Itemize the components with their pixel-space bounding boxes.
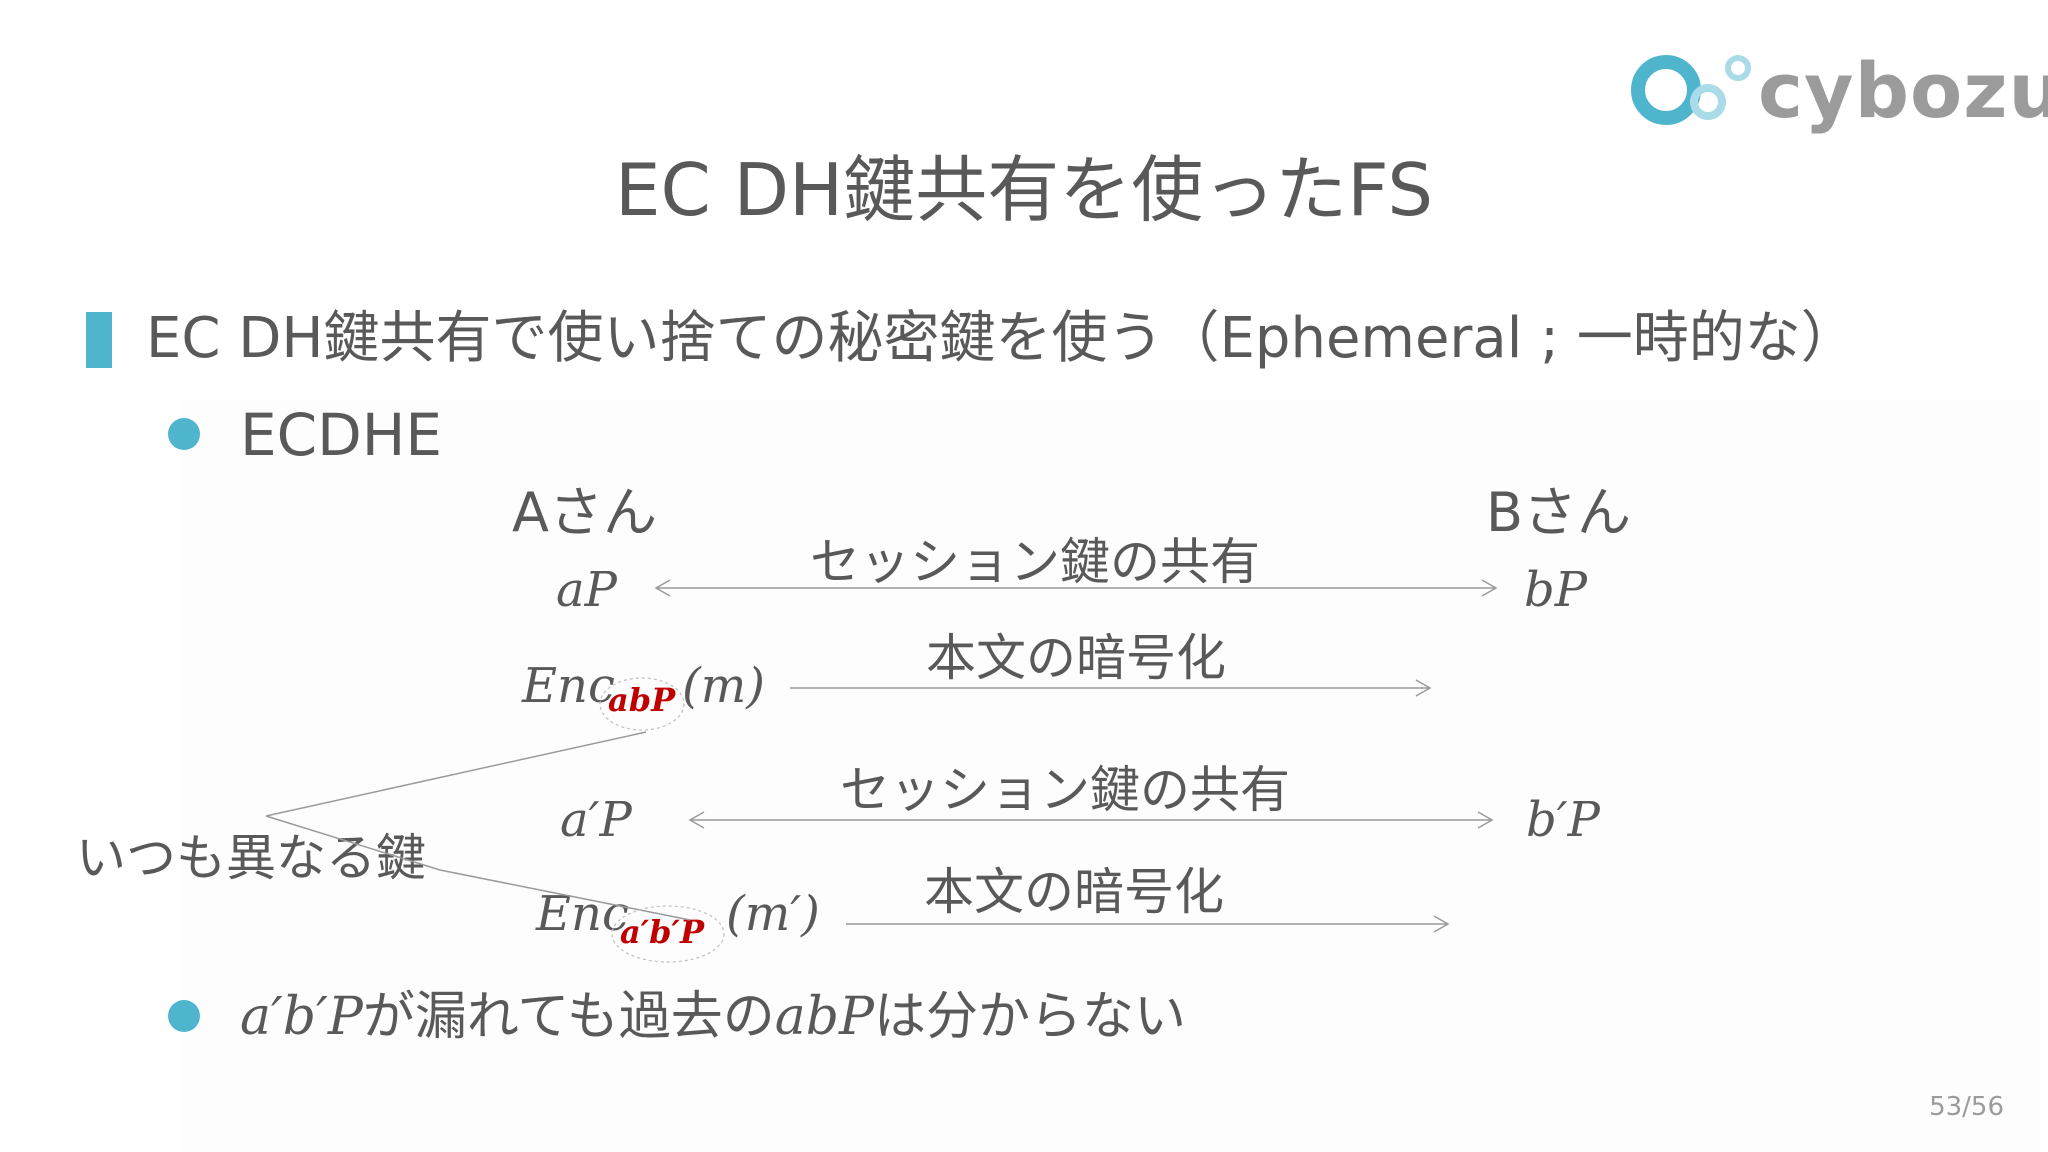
- pointer-mid: [265, 815, 441, 871]
- bullet-level2: ECDHE: [240, 401, 443, 469]
- dotted-circle-abP: [599, 677, 685, 731]
- pointer-to-a-prime-b-prime-P: [439, 869, 691, 921]
- logo-rings-icon: [1631, 55, 1751, 125]
- arrowhead-right-2: [1415, 679, 1432, 697]
- enc-arg-m-prime: (m′): [726, 886, 820, 942]
- bottom-text-1: が漏れても過去の: [362, 987, 775, 1047]
- slide-title: EC DH鍵共有を使ったFS: [614, 148, 1434, 232]
- pointer-to-abP: [265, 731, 647, 817]
- party-a-label: Aさん: [512, 481, 657, 544]
- content-area: [180, 400, 2040, 1152]
- bullet-level1: EC DH鍵共有で使い捨ての秘密鍵を使う（Ephemeral ; 一時的な）: [146, 306, 1857, 371]
- arrow-label-key-share-1: セッション鍵の共有: [810, 533, 1260, 591]
- arrowhead-left-3: [688, 811, 705, 829]
- bullet-dot: [168, 418, 200, 450]
- math-abP: abP: [774, 987, 875, 1047]
- dotted-circle-a-prime-b-prime-P: [611, 905, 725, 963]
- value-a-prime-P: a′P: [560, 792, 632, 848]
- arrow-label-key-share-2: セッション鍵の共有: [840, 761, 1290, 819]
- bullet-dot-bottom: [168, 1000, 200, 1032]
- value-aP: aP: [556, 562, 617, 618]
- enc-arg-m: (m): [682, 658, 765, 714]
- arrowhead-left-1: [654, 579, 671, 597]
- arrowhead-right-1: [1481, 579, 1498, 597]
- logo-wordmark: cybozu: [1758, 46, 2048, 135]
- arrow-label-encrypt-1: 本文の暗号化: [926, 629, 1226, 687]
- math-a-prime-b-prime-P: a′b′P: [240, 987, 363, 1047]
- bottom-statement: a′b′Pが漏れても過去のabPは分からない: [240, 980, 1186, 1054]
- arrowhead-right-4: [1433, 915, 1450, 933]
- enc-key-abP: abP: [608, 681, 676, 719]
- value-b-prime-P: b′P: [1526, 792, 1600, 848]
- arrowhead-right-3: [1477, 811, 1494, 829]
- arrow-label-encrypt-2: 本文の暗号化: [924, 863, 1224, 921]
- bottom-text-2: は分からない: [874, 987, 1187, 1047]
- bullet-marker: [86, 312, 112, 368]
- page-number: 53/56: [1929, 1092, 2004, 1122]
- enc-label-1: Enc: [522, 658, 615, 714]
- party-b-label: Bさん: [1486, 481, 1632, 544]
- enc-label-2: Enc: [536, 886, 629, 942]
- cybozu-logo: cybozu: [1628, 46, 2048, 136]
- side-label-different-key: いつも異なる鍵: [76, 829, 426, 887]
- value-bP: bP: [1524, 562, 1588, 618]
